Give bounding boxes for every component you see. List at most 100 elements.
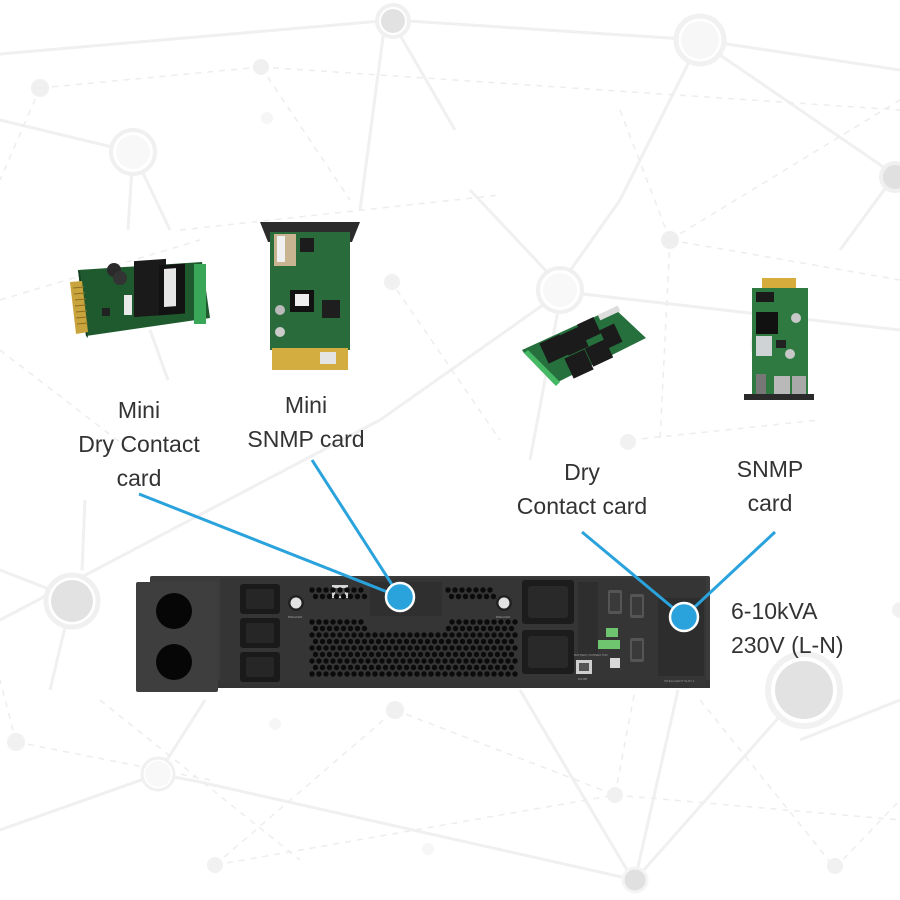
vent-hole [354, 664, 361, 671]
vent-hole [389, 638, 396, 645]
vent-hole [330, 632, 336, 638]
vent-hole [459, 651, 466, 658]
vent-hole [414, 632, 420, 638]
vent-hole [326, 651, 333, 658]
vent-hole [379, 645, 385, 651]
vent-hole [473, 638, 480, 645]
vent-hole [386, 671, 392, 677]
vent-hole [470, 671, 476, 677]
mini-snmp-card-image [260, 222, 360, 370]
vent-hole [512, 645, 518, 651]
vent-hole [382, 651, 389, 658]
vent-hole [505, 632, 511, 638]
vent-hole [459, 587, 465, 593]
vent-hole [316, 587, 322, 593]
ups-spec-label: 6-10kVA 230V (L-N) [731, 598, 844, 658]
vent-hole [323, 658, 329, 664]
vent-hole [480, 651, 487, 658]
vent-hole [375, 664, 382, 671]
vent-hole [428, 632, 434, 638]
vent-hole [445, 638, 452, 645]
vent-hole [456, 645, 462, 651]
vent-hole [326, 638, 333, 645]
vent-hole [389, 651, 396, 658]
vent-hole [351, 632, 357, 638]
vent-hole [455, 593, 462, 600]
vent-hole [309, 645, 315, 651]
vent-hole [424, 664, 431, 671]
vent-hole [337, 632, 343, 638]
vent-hole [491, 645, 497, 651]
vent-hole [337, 658, 343, 664]
vent-hole [417, 664, 424, 671]
vent-hole [442, 671, 448, 677]
vent-hole [379, 671, 385, 677]
vent-hole [309, 658, 315, 664]
vent-hole [459, 638, 466, 645]
vent-hole [309, 671, 315, 677]
vent-hole [438, 651, 445, 658]
terminal-blocks [598, 628, 620, 649]
vent-hole [340, 625, 347, 632]
vent-hole [400, 645, 406, 651]
vent-hole [361, 593, 368, 600]
vent-hole [372, 645, 378, 651]
vent-hole [484, 671, 490, 677]
vent-hole [361, 664, 368, 671]
vent-hole [491, 671, 497, 677]
vent-hole [323, 587, 329, 593]
vent-hole [428, 645, 434, 651]
vent-hole [330, 645, 336, 651]
vent-hole [319, 651, 326, 658]
relays [539, 317, 623, 379]
vent-hole [312, 593, 319, 600]
vent-hole [414, 645, 420, 651]
vent-hole [438, 664, 445, 671]
vent-hole [344, 587, 350, 593]
vent-hole [347, 593, 354, 600]
vent-hole [386, 632, 392, 638]
vent-hole [505, 671, 511, 677]
vent-hole [407, 645, 413, 651]
snmp-card-label: SNMP card [736, 456, 804, 516]
vent-hole [445, 625, 452, 632]
vent-hole [319, 638, 326, 645]
vent-hole [365, 671, 371, 677]
vent-hole [469, 593, 476, 600]
vent-hole [333, 638, 340, 645]
vent-hole [330, 658, 336, 664]
vent-hole [333, 664, 340, 671]
vent-hole [435, 671, 441, 677]
vent-hole [490, 593, 497, 600]
vent-hole [414, 671, 420, 677]
vent-hole [319, 664, 326, 671]
vent-hole [456, 671, 462, 677]
vent-hole [501, 638, 508, 645]
vent-hole [361, 625, 368, 632]
vent-hole [498, 658, 504, 664]
vent-hole [424, 651, 431, 658]
vent-hole [316, 671, 322, 677]
vent-hole [435, 658, 441, 664]
vent-hole [449, 645, 455, 651]
vent-hole [347, 638, 354, 645]
vent-hole [330, 619, 336, 625]
vent-hole [512, 619, 518, 625]
vent-hole [417, 638, 424, 645]
vent-hole [508, 664, 515, 671]
vent-hole [375, 638, 382, 645]
vent-hole [333, 593, 340, 600]
vent-hole [498, 671, 504, 677]
intelligent-slot-label: INTELLIGENT SLOT 1 [664, 679, 695, 683]
vent-hole [337, 587, 343, 593]
vent-hole [403, 664, 410, 671]
vent-hole [379, 658, 385, 664]
rs485-label: RS485 [578, 677, 588, 681]
vent-hole [417, 651, 424, 658]
mini-dry-contact-card-image [70, 258, 210, 338]
vent-hole [484, 645, 490, 651]
vent-hole [410, 651, 417, 658]
vent-hole [330, 587, 336, 593]
vent-hole [393, 645, 399, 651]
vent-hole [358, 645, 364, 651]
